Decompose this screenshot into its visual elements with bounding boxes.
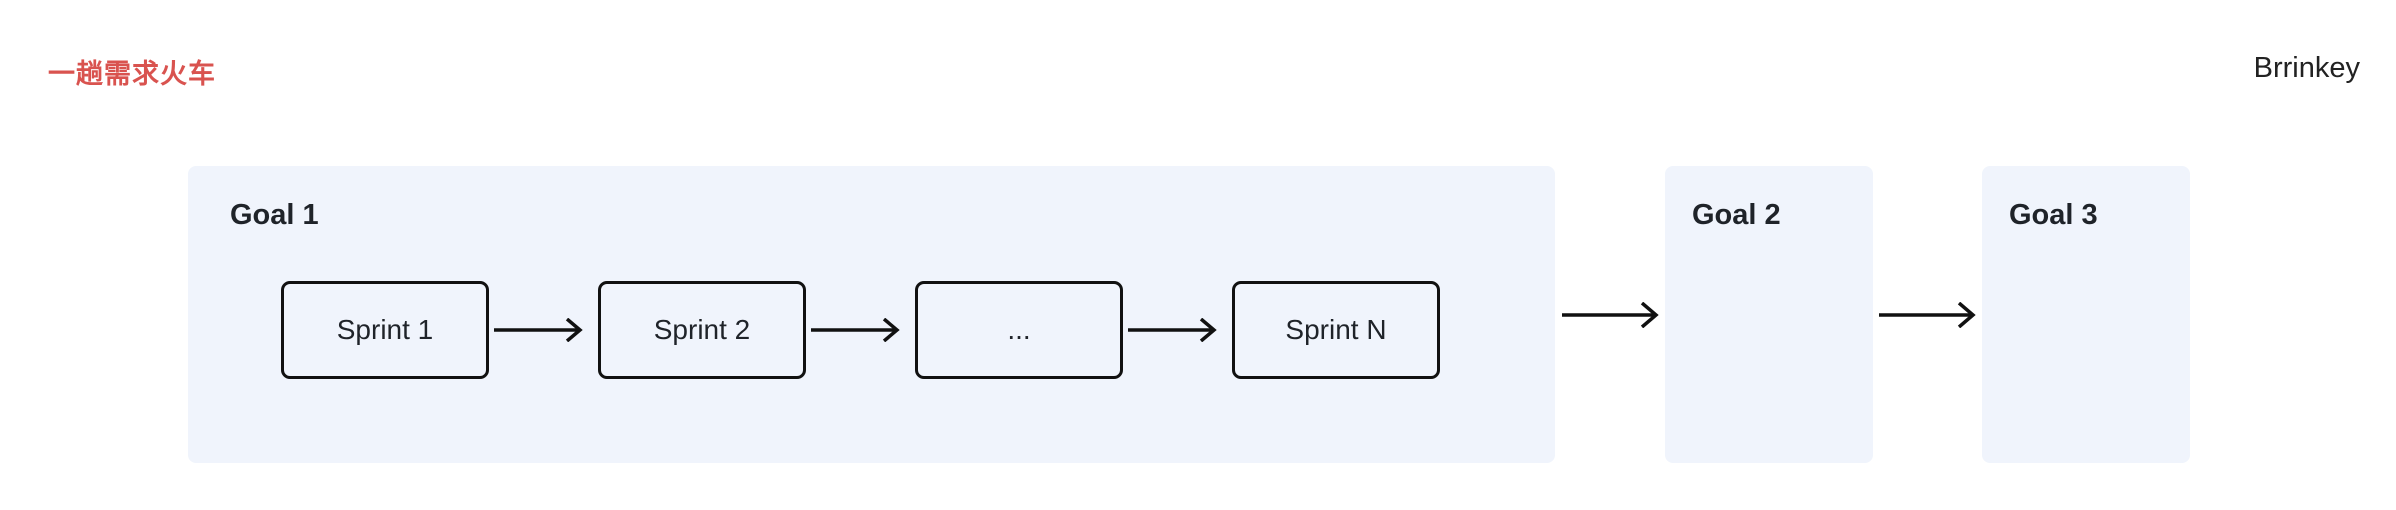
sprint-1-to-2-arrow: [494, 318, 583, 342]
goal-3-label: Goal 3: [2009, 199, 2098, 231]
goal-3-container: Goal 3: [1982, 166, 2190, 463]
sprint-n-box: Sprint N: [1232, 281, 1440, 379]
goal-2-label: Goal 2: [1692, 199, 1781, 231]
sprint-2-box: Sprint 2: [598, 281, 806, 379]
ellipsis-to-sprint-n-arrow: [1128, 318, 1217, 342]
sprint-1-box: Sprint 1: [281, 281, 489, 379]
sprint-2-to-ellipsis-arrow: [811, 318, 900, 342]
goal-1-label: Goal 1: [230, 199, 319, 231]
goal-2-container: Goal 2: [1665, 166, 1873, 463]
sprint-ellipsis-box: ...: [915, 281, 1123, 379]
author-name: Brrinkey: [2253, 52, 2360, 84]
goal-1-to-2-arrow: [1562, 302, 1659, 328]
goal-1-container: Goal 1 Sprint 1 Sprint 2 ... Sprint N: [188, 166, 1555, 463]
diagram-title: 一趟需求火车: [48, 59, 216, 89]
goal-2-to-3-arrow: [1879, 302, 1976, 328]
